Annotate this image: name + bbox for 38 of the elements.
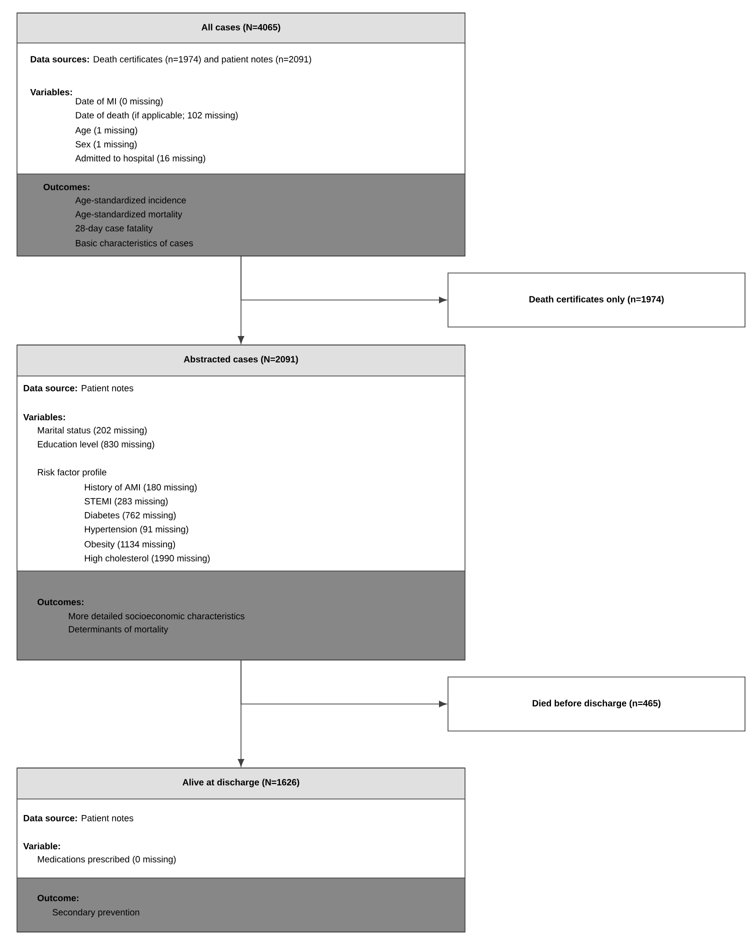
list-item: Risk factor profile <box>38 468 106 478</box>
section-heading: Outcomes: <box>38 598 84 606</box>
box-heading: Died before discharge (n=465) <box>532 700 660 708</box>
list-item: History of AMI (180 missing) <box>84 484 197 492</box>
list-item: Age-standardized mortality <box>75 210 182 220</box>
list-item: Age (1 missing) <box>75 126 138 136</box>
list-item: Determinants of mortality <box>68 626 168 634</box>
list-item: More detailed socioeconomic characteristics <box>68 612 244 620</box>
box-heading: All cases (N=4065) <box>202 24 280 32</box>
list-item: STEMI (283 missing) <box>84 498 168 506</box>
list-item: Date of death (if applicable; 102 missing) <box>76 112 238 120</box>
arrow <box>238 660 244 767</box>
section-heading: Outcome: <box>38 894 78 902</box>
box-heading: Abstracted cases (N=2091) <box>184 356 298 364</box>
list-item: Admitted to hospital (16 missing) <box>75 154 206 164</box>
list-item: Secondary prevention <box>52 908 140 918</box>
list-item: High cholesterol (1990 missing) <box>84 554 210 564</box>
list-item: Basic characteristics of cases <box>76 240 193 246</box>
list-item: Data source: Patient notes <box>24 384 134 392</box>
section-heading: Variable: <box>23 842 60 850</box>
list-item: Education level (830 missing) <box>38 440 154 450</box>
list-item: Diabetes (762 missing) <box>84 512 176 520</box>
list-item: Date of MI (0 missing) <box>76 98 163 106</box>
box-heading: Death certificates only (n=1974) <box>529 296 664 304</box>
list-item: Marital status (202 missing) <box>38 426 147 436</box>
section-heading: Outcomes: <box>44 184 90 190</box>
list-item: 28-day case fatality <box>76 224 153 234</box>
list-item: Data source: Patient notes <box>24 814 134 822</box>
arrow <box>238 256 244 344</box>
list-item: Medications prescribed (0 missing) <box>38 856 176 864</box>
section-heading: Variables: <box>30 88 72 96</box>
list-item: Sex (1 missing) <box>76 140 137 150</box>
box-heading: Alive at discharge (N=1626) <box>182 778 300 788</box>
section-heading: Variables: <box>23 414 65 420</box>
list-item: Age-standardized incidence <box>75 196 186 206</box>
list-item: Hypertension (91 missing) <box>84 526 188 534</box>
list-item: Obesity (1134 missing) <box>84 540 175 550</box>
list-item: Data sources: Death certificates (n=1974) and patient notes (n=2091) <box>30 56 312 64</box>
